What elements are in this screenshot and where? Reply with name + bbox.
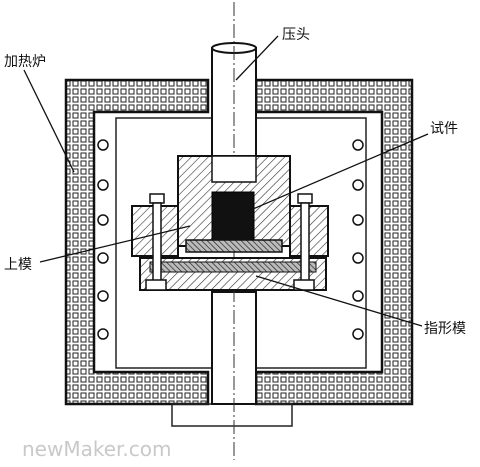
- label-upper-die: 上模: [4, 257, 32, 273]
- base-stub: [171, 403, 293, 427]
- watermark: newMaker.com: [22, 437, 171, 461]
- label-furnace: 加热炉: [4, 54, 46, 70]
- heating-elements: [97, 139, 364, 340]
- bolts: [145, 193, 315, 291]
- specimen: [211, 191, 255, 243]
- leader-lines: [23, 35, 429, 327]
- specimen-bed: [185, 239, 283, 253]
- furnace-wall: [64, 78, 414, 406]
- label-punch: 压头: [282, 27, 310, 43]
- label-specimen: 试件: [430, 121, 458, 137]
- label-finger-die: 指形模: [424, 321, 466, 337]
